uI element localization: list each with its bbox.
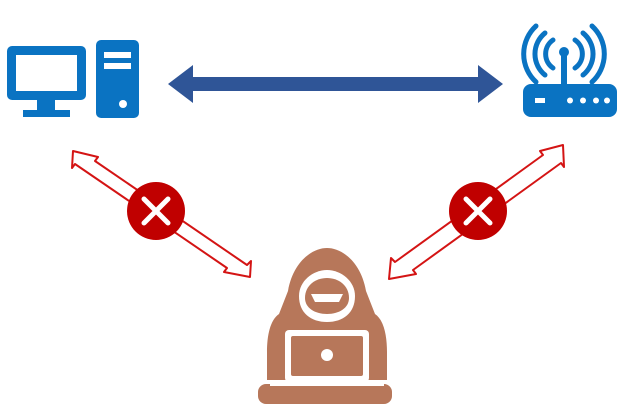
blocked-x-icon [127,182,185,240]
computer-router-connection-arrow [168,65,503,103]
wifi-router-icon [521,23,617,117]
hooded-hacker-laptop-icon [258,248,392,404]
blocked-x-icon [449,182,507,240]
desktop-computer-icon [7,40,139,118]
